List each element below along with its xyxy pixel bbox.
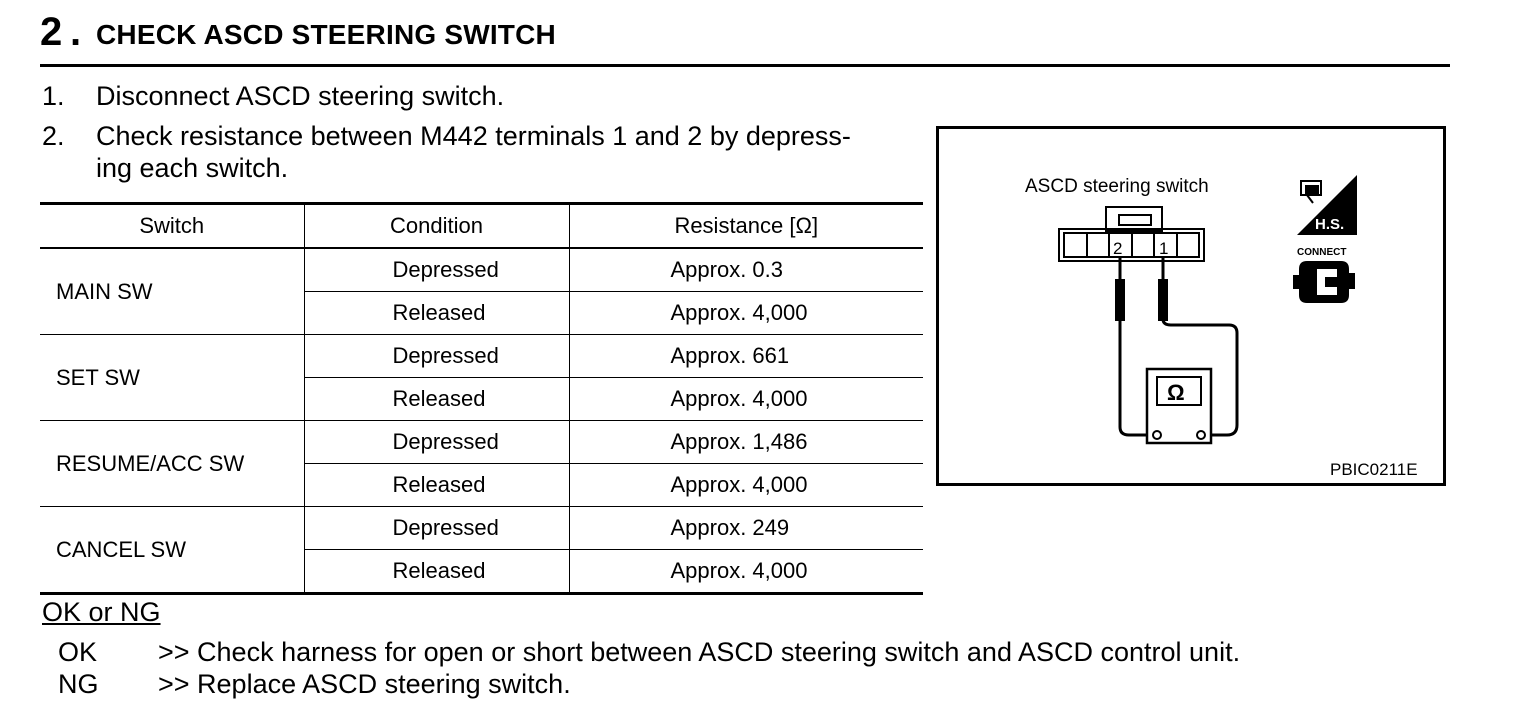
table-row: SET SW Depressed Approx. 661 [40, 334, 923, 421]
resistance-table: Switch Condition Resistance [Ω] MAIN SW … [40, 202, 923, 595]
connect-label: CONNECT [1297, 247, 1346, 258]
hs-badge-icon [1296, 174, 1358, 236]
table-row: Released Approx. 4,000 [40, 291, 923, 335]
terminal-2-label: 2 [1113, 239, 1122, 258]
table-row: RESUME/ACC SW Depressed Approx. 1,486 [40, 420, 923, 507]
ohm-symbol: Ω [1167, 380, 1185, 405]
step-1-number: 1. [42, 81, 65, 111]
table-row: Released Approx. 4,000 [40, 377, 923, 421]
switch-name: SET SW [40, 334, 305, 421]
diagram-drawing: ASCD steering switch 2 1 [1025, 174, 1418, 479]
section-title: CHECK ASCD STEERING SWITCH [96, 19, 556, 50]
table-row: Released Approx. 4,000 [40, 463, 923, 507]
condition-cell: Released [304, 463, 570, 507]
result-heading: OK or NG [42, 597, 161, 627]
section-number: 2 [40, 10, 63, 54]
table-row: Released Approx. 4,000 [40, 549, 923, 595]
header-condition: Condition [304, 202, 570, 249]
table-row: MAIN SW Depressed Approx. 0.3 [40, 248, 923, 335]
condition-cell: Depressed [304, 248, 570, 292]
ng-text: >> Replace ASCD steering switch. [158, 669, 571, 699]
resistance-cell: Approx. 0.3 [569, 248, 923, 292]
condition-cell: Released [304, 549, 570, 595]
ok-text: >> Check harness for open or short betwe… [158, 637, 1241, 667]
table-row: CANCEL SW Depressed Approx. 249 [40, 506, 923, 595]
step-2-text-line1: Check resistance between M442 terminals … [96, 121, 851, 151]
probe-wires [1118, 257, 1239, 437]
condition-cell: Released [304, 377, 570, 421]
condition-cell: Depressed [304, 334, 570, 378]
header-resistance: Resistance [Ω] [569, 202, 923, 249]
title-divider [40, 64, 1450, 67]
resistance-cell: Approx. 661 [569, 334, 923, 378]
resistance-cell: Approx. 4,000 [569, 463, 923, 507]
condition-cell: Depressed [304, 420, 570, 464]
step-2-number: 2. [42, 121, 65, 151]
connector-icon [1058, 206, 1205, 262]
figure-code: PBIC0211E [1330, 460, 1418, 479]
step-1-text: Disconnect ASCD steering switch. [96, 81, 505, 111]
diagram-label: ASCD steering switch [1025, 176, 1209, 197]
connector-diagram: ASCD steering switch 2 1 [936, 126, 1446, 486]
switch-name: CANCEL SW [40, 506, 305, 595]
condition-cell: Released [304, 291, 570, 335]
probe-right [1158, 279, 1168, 321]
header-switch: Switch [40, 202, 305, 249]
step-2-text-line2: ing each switch. [96, 153, 289, 183]
condition-cell: Depressed [304, 506, 570, 550]
ng-label: NG [58, 669, 99, 699]
connect-plug-icon [1293, 261, 1355, 303]
resistance-cell: Approx. 4,000 [569, 377, 923, 421]
section-number-dot: . [70, 10, 82, 54]
switch-name: MAIN SW [40, 248, 305, 335]
ok-label: OK [58, 637, 98, 667]
ohmmeter-icon [1145, 367, 1213, 445]
resistance-cell: Approx. 4,000 [569, 291, 923, 335]
resistance-cell: Approx. 4,000 [569, 549, 923, 595]
resistance-cell: Approx. 249 [569, 506, 923, 550]
table-header-row: Switch Condition Resistance [Ω] [40, 202, 923, 249]
hs-badge-label: H.S. [1315, 216, 1344, 233]
terminal-1-label: 1 [1159, 239, 1168, 258]
resistance-cell: Approx. 1,486 [569, 420, 923, 464]
probe-left [1115, 279, 1125, 321]
switch-name: RESUME/ACC SW [40, 420, 305, 507]
